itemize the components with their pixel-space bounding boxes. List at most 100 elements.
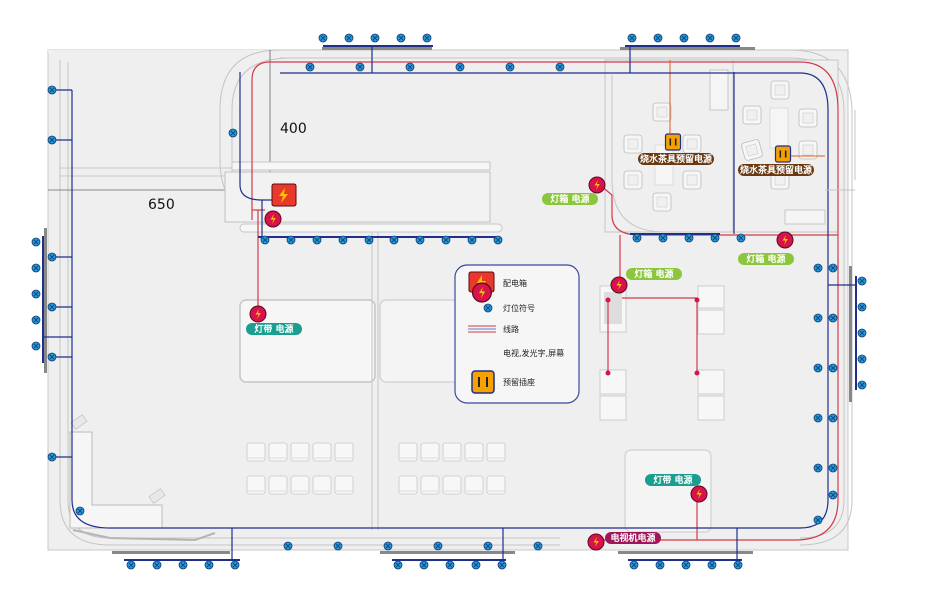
light-fixture-icon[interactable] — [47, 302, 57, 312]
light-fixture-icon[interactable] — [433, 541, 443, 551]
light-fixture-icon[interactable] — [344, 33, 354, 43]
light-fixture-icon[interactable] — [736, 233, 746, 243]
light-fixture-icon[interactable] — [731, 33, 741, 43]
light-fixture-icon[interactable] — [632, 233, 642, 243]
light-fixture-icon[interactable] — [47, 352, 57, 362]
light-fixture-icon[interactable] — [389, 235, 399, 245]
light-fixture-icon[interactable] — [813, 515, 823, 525]
light-fixture-icon[interactable] — [555, 62, 565, 72]
tv-area — [624, 449, 712, 533]
light-fixture-icon[interactable] — [813, 263, 823, 273]
light-fixture-icon[interactable] — [31, 315, 41, 325]
light-fixture-icon[interactable] — [533, 541, 543, 551]
light-fixture-icon[interactable] — [505, 62, 515, 72]
light-fixture-icon[interactable] — [627, 33, 637, 43]
light-fixture-icon[interactable] — [710, 233, 720, 243]
light-fixture-icon[interactable] — [828, 463, 838, 473]
light-fixture-icon[interactable] — [318, 33, 328, 43]
tag-tv: 电视机电源 — [605, 532, 661, 544]
power-outlet-icon[interactable] — [690, 485, 708, 503]
reserved-socket-icon[interactable] — [664, 133, 682, 151]
legend-label: 线路 — [503, 324, 519, 334]
light-fixture-icon[interactable] — [383, 541, 393, 551]
light-fixture-icon[interactable] — [47, 252, 57, 262]
light-fixture-icon[interactable] — [813, 363, 823, 373]
legend-label: 灯位符号 — [503, 303, 535, 313]
light-fixture-icon[interactable] — [813, 463, 823, 473]
light-fixture-icon[interactable] — [681, 560, 691, 570]
light-fixture-icon[interactable] — [679, 33, 689, 43]
light-fixture-icon[interactable] — [31, 289, 41, 299]
light-fixture-icon[interactable] — [370, 33, 380, 43]
light-fixture-icon[interactable] — [47, 135, 57, 145]
light-fixture-icon[interactable] — [828, 313, 838, 323]
light-fixture-icon[interactable] — [497, 560, 507, 570]
power-outlet-icon[interactable] — [588, 176, 606, 194]
light-fixture-icon[interactable] — [455, 62, 465, 72]
light-fixture-icon[interactable] — [312, 235, 322, 245]
light-fixture-icon[interactable] — [355, 62, 365, 72]
light-fixture-icon[interactable] — [126, 560, 136, 570]
light-fixture-icon[interactable] — [305, 62, 315, 72]
svg-text:灯带 电源: 灯带 电源 — [653, 474, 692, 486]
light-fixture-icon[interactable] — [493, 235, 503, 245]
reserved-socket-icon[interactable] — [774, 145, 792, 163]
light-fixture-icon — [483, 303, 493, 313]
light-fixture-icon[interactable] — [286, 235, 296, 245]
light-fixture-icon[interactable] — [653, 33, 663, 43]
distribution-box-icon[interactable] — [271, 183, 297, 207]
light-fixture-icon[interactable] — [405, 62, 415, 72]
light-fixture-icon[interactable] — [415, 235, 425, 245]
light-fixture-icon[interactable] — [828, 263, 838, 273]
light-fixture-icon[interactable] — [333, 541, 343, 551]
light-fixture-icon[interactable] — [471, 560, 481, 570]
light-fixture-icon[interactable] — [75, 506, 85, 516]
light-fixture-icon[interactable] — [483, 541, 493, 551]
light-fixture-icon[interactable] — [441, 235, 451, 245]
light-fixture-icon[interactable] — [47, 452, 57, 462]
light-fixture-icon[interactable] — [364, 235, 374, 245]
light-fixture-icon[interactable] — [828, 413, 838, 423]
light-fixture-icon[interactable] — [445, 560, 455, 570]
light-fixture-icon[interactable] — [31, 237, 41, 247]
light-fixture-icon[interactable] — [655, 560, 665, 570]
light-fixture-icon[interactable] — [204, 560, 214, 570]
light-fixture-icon[interactable] — [396, 33, 406, 43]
light-fixture-icon[interactable] — [629, 560, 639, 570]
light-fixture-icon[interactable] — [467, 235, 477, 245]
light-fixture-icon[interactable] — [857, 328, 867, 338]
light-fixture-icon[interactable] — [857, 276, 867, 286]
light-fixture-icon[interactable] — [684, 233, 694, 243]
light-fixture-icon[interactable] — [828, 490, 838, 500]
light-fixture-icon[interactable] — [733, 560, 743, 570]
light-fixture-icon[interactable] — [283, 541, 293, 551]
light-fixture-icon[interactable] — [422, 33, 432, 43]
light-fixture-icon[interactable] — [857, 380, 867, 390]
power-outlet-icon[interactable] — [610, 276, 628, 294]
power-outlet-icon[interactable] — [587, 533, 605, 551]
light-fixture-icon[interactable] — [31, 263, 41, 273]
light-fixture-icon[interactable] — [178, 560, 188, 570]
light-fixture-icon[interactable] — [31, 341, 41, 351]
light-fixture-icon[interactable] — [228, 128, 238, 138]
svg-text:灯箱 电源: 灯箱 电源 — [550, 193, 589, 205]
dimension-vertical: 400 — [280, 121, 307, 137]
light-fixture-icon[interactable] — [230, 560, 240, 570]
light-fixture-icon[interactable] — [828, 363, 838, 373]
light-fixture-icon[interactable] — [260, 235, 270, 245]
light-fixture-icon[interactable] — [152, 560, 162, 570]
light-fixture-icon[interactable] — [857, 302, 867, 312]
light-fixture-icon[interactable] — [705, 33, 715, 43]
light-fixture-icon[interactable] — [813, 313, 823, 323]
light-fixture-icon[interactable] — [419, 560, 429, 570]
light-fixture-icon[interactable] — [338, 235, 348, 245]
light-fixture-icon[interactable] — [813, 413, 823, 423]
power-outlet-icon[interactable] — [264, 210, 282, 228]
light-fixture-icon[interactable] — [857, 354, 867, 364]
power-outlet-icon[interactable] — [776, 231, 794, 249]
power-outlet-icon[interactable] — [249, 305, 267, 323]
light-fixture-icon[interactable] — [393, 560, 403, 570]
light-fixture-icon[interactable] — [707, 560, 717, 570]
light-fixture-icon[interactable] — [47, 85, 57, 95]
light-fixture-icon[interactable] — [658, 233, 668, 243]
